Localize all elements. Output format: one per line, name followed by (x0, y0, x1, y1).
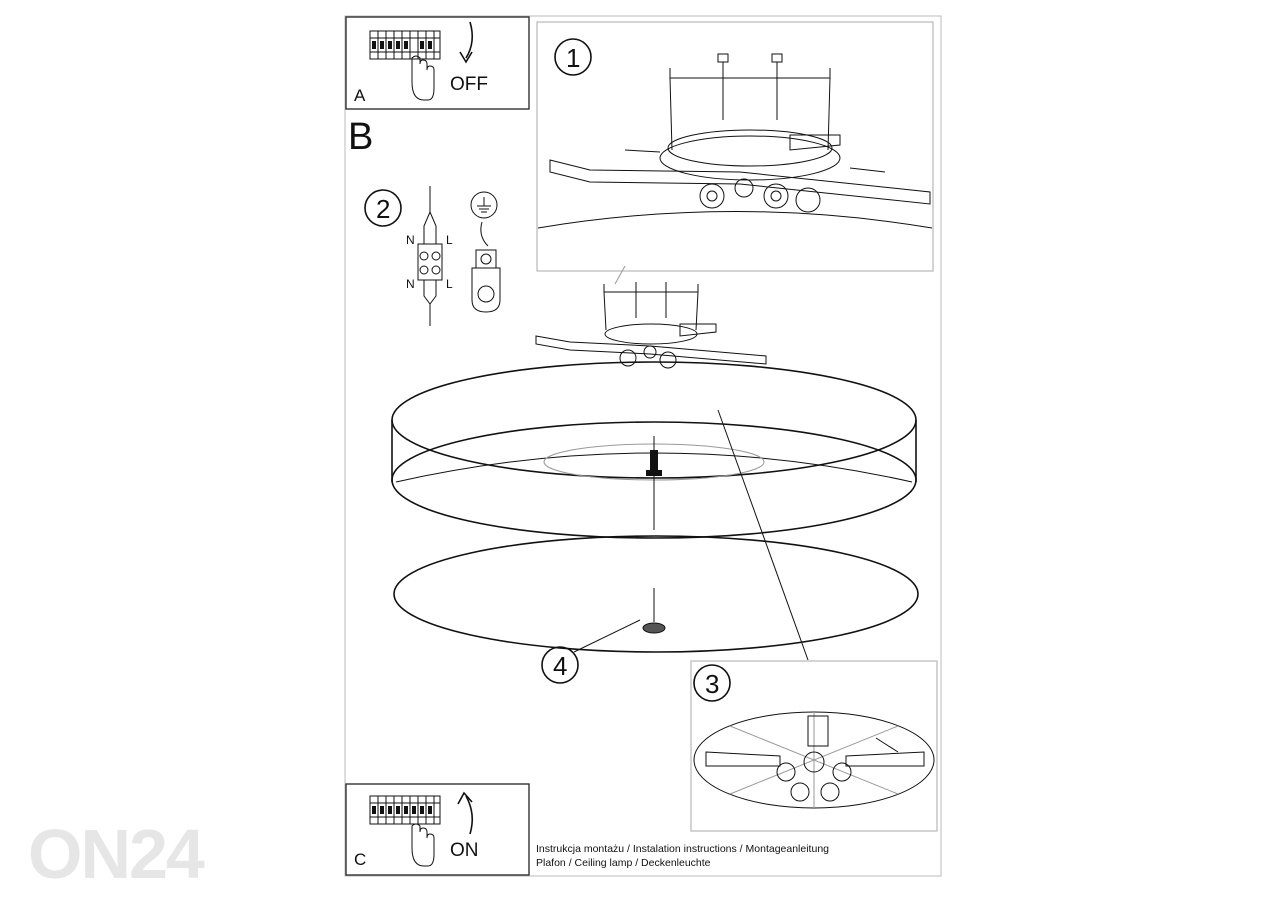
hand-icon (411, 823, 435, 867)
brand-watermark: ON24 (28, 815, 205, 893)
lamp-socket-icon (699, 178, 821, 213)
on-label: ON (450, 840, 479, 861)
cross-bar (535, 335, 767, 365)
panel-c-letter: C (354, 850, 366, 869)
step-4-badge (541, 646, 579, 684)
arrow-down-icon (465, 21, 474, 59)
diffuser-disc (393, 535, 919, 653)
hand-icon (411, 55, 435, 101)
step-1-badge (554, 38, 592, 76)
step-2-wiring: 2 N L N L (364, 186, 501, 326)
step-4-number: 4 (553, 651, 567, 681)
n-bottom-label: N (406, 277, 415, 291)
ground-terminal-icon (471, 249, 501, 313)
page-frame (344, 15, 942, 877)
main-lamp (391, 265, 919, 661)
screw-icon (635, 282, 667, 318)
step-2-badge (364, 189, 402, 227)
lamp-socket-icon (619, 345, 677, 369)
panel-c: C ON (345, 783, 530, 876)
step-1-number: 1 (566, 43, 580, 73)
breaker-box-icon (369, 30, 441, 60)
panel-a-letter: A (354, 86, 366, 105)
screw-icon (717, 53, 783, 120)
panel-a-frame (345, 16, 530, 110)
mounting-bracket (669, 68, 831, 151)
breaker-box-icon (369, 795, 441, 825)
callout-line-3 (717, 409, 809, 661)
footer-line-2: Plafon / Ceiling lamp / Deckenleuchte (536, 857, 711, 869)
cross-bar (549, 159, 931, 205)
step-3-detail: 3 (690, 660, 938, 832)
finial-nut (642, 622, 666, 634)
arrow-up-icon (465, 795, 474, 835)
panel-c-frame (345, 783, 530, 876)
callout-line-4 (573, 619, 641, 653)
step-3-badge (693, 664, 731, 702)
ground-icon (470, 191, 498, 219)
l-bottom-label: L (446, 277, 453, 291)
step-1-frame (536, 21, 934, 272)
terminal-block (417, 243, 443, 281)
lamp-socket-icon (776, 751, 852, 802)
cross-bar (705, 751, 781, 767)
step-2-number: 2 (376, 194, 390, 224)
footer-line-1: Instrukcja montażu / Instalation instruc… (536, 843, 829, 855)
panel-a: A OFF (345, 16, 530, 110)
step-1-detail: 1 (536, 21, 934, 272)
n-top-label: N (406, 233, 415, 247)
off-label: OFF (450, 74, 488, 95)
panel-b-letter: B (348, 116, 373, 158)
center-rod (646, 436, 662, 530)
step-3-number: 3 (705, 669, 719, 699)
l-top-label: L (446, 233, 453, 247)
